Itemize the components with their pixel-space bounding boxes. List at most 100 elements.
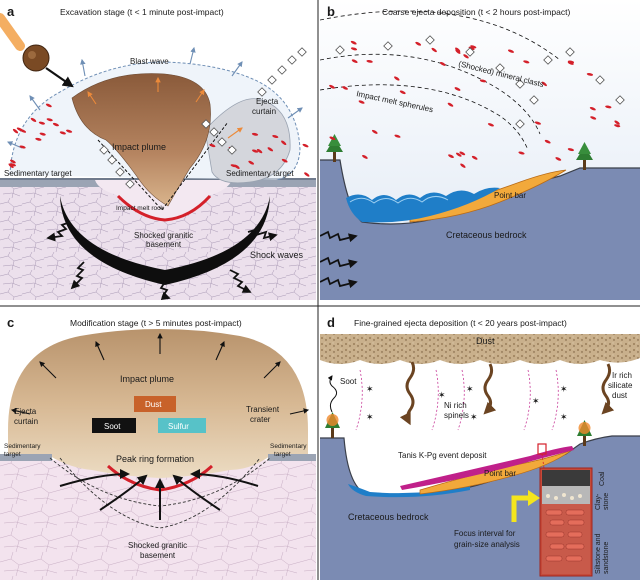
label-peak-ring: Peak ring formation [116, 454, 194, 464]
melt-droplet [281, 140, 287, 146]
panel-letter-d: d [327, 315, 335, 330]
melt-spherule [362, 154, 368, 159]
melt-droplet [39, 132, 46, 136]
label-shock-waves: Shock waves [250, 250, 304, 260]
ejecta-curtain-shape [204, 98, 291, 184]
melt-droplet [66, 129, 73, 133]
melt-spherule [456, 152, 462, 157]
label-curtain-c: curtain [14, 417, 38, 426]
melt-spherule [329, 84, 335, 89]
mineral-clast [335, 45, 345, 55]
mineral-clast [383, 41, 393, 51]
melt-droplet [10, 159, 16, 164]
melt-spherule [415, 41, 422, 46]
melt-spherule [470, 45, 477, 49]
label-crater-c: crater [250, 415, 271, 424]
melt-spherule [479, 79, 487, 83]
melt-spherule [523, 60, 530, 64]
spinel-fall-lines [355, 369, 559, 431]
sulfur-box [158, 418, 206, 433]
mineral-clast [107, 155, 117, 165]
label-cretaceous-bedrock-b: Cretaceous bedrock [446, 230, 527, 240]
impact-melt-lining [116, 194, 212, 222]
label-sed-target-right: Sedimentary target [226, 169, 294, 178]
label-claystone-1: Clay- [595, 493, 602, 510]
melt-spherule [590, 116, 597, 120]
label-impact-plume: Impact plume [112, 142, 166, 152]
shock-front-arc [60, 196, 270, 285]
panel-title-b: Coarse ejecta deposition (t < 2 hours po… [382, 7, 570, 17]
label-impact-melt-rock: Impact melt rock [116, 205, 164, 212]
melt-droplet [52, 122, 59, 127]
ejecta-trajectories [320, 10, 561, 151]
label-transient-c: Transient [246, 405, 280, 414]
label-ni-spinels-2: spinels [444, 411, 469, 420]
label-blast-wave: Blast wave [130, 57, 169, 66]
melt-droplet [267, 147, 274, 152]
impact-plume-shape [71, 73, 211, 207]
shocked-basement-area-c [0, 460, 316, 580]
dust-box [134, 396, 176, 412]
tree-icon [576, 142, 593, 170]
mineral-clast [515, 79, 525, 89]
melt-spherule [567, 148, 575, 152]
soot-box [92, 418, 136, 433]
panel-title-a: Excavation stage (t < 1 minute post-impa… [60, 7, 224, 17]
label-tanis-deposit: Tanis K-Pg event deposit [398, 451, 487, 460]
panel-d: ✶✶✶✶✶✶✶✶ d Fine-grained [320, 312, 640, 580]
tree-icon [325, 412, 340, 438]
melt-spherule [614, 120, 620, 125]
melt-droplet [9, 163, 16, 167]
melt-spherule [567, 61, 574, 65]
melt-spherule [605, 105, 612, 109]
label-curtain: curtain [252, 107, 276, 116]
melt-droplet [46, 118, 53, 122]
label-ni-spinels-1: Ni rich [444, 401, 467, 410]
mineral-clast [257, 87, 267, 97]
panel-letter-b: b [327, 4, 335, 19]
mineral-clast [277, 65, 287, 75]
blast-wave-arrows [6, 46, 303, 149]
melt-droplet [251, 132, 259, 136]
mineral-clast [465, 47, 475, 57]
melt-droplet [302, 143, 309, 148]
panel-c: Dust Soot Sulfur c Modification stage (t… [0, 312, 316, 580]
melt-spherule [586, 72, 594, 76]
label-sulfur-c: Sulfur [168, 422, 189, 431]
melt-spherule [394, 134, 401, 138]
label-cretaceous-bedrock-d: Cretaceous bedrock [348, 512, 429, 522]
melt-droplet [59, 131, 66, 135]
mineral-clast [529, 95, 539, 105]
melt-spherule [371, 129, 378, 134]
label-claystone-2: stone [603, 493, 610, 510]
mineral-clast [595, 75, 605, 85]
label-ir-dust-2: silicate [608, 381, 633, 390]
melt-spherule [350, 47, 358, 51]
melt-droplet [30, 117, 37, 122]
spinel-star-icon: ✶ [366, 412, 374, 422]
mineral-clast [267, 75, 277, 85]
mineral-clast [495, 63, 505, 73]
melt-spherule [455, 47, 461, 53]
melt-spherule [459, 151, 466, 156]
mineral-clast [615, 95, 625, 105]
spinel-star-icon: ✶ [470, 412, 478, 422]
label-focus-1: Focus interval for [454, 529, 516, 538]
mineral-clast [209, 127, 219, 137]
label-siltstone: Siltstone and [595, 533, 602, 574]
shock-wave-arrows-b [320, 230, 358, 289]
mineral-clast [515, 119, 525, 129]
melt-droplet [38, 121, 46, 125]
melt-droplet [304, 172, 310, 177]
impactor-icon [0, 13, 74, 88]
label-ir-dust-3: dust [612, 391, 628, 400]
panel-title-c: Modification stage (t > 5 minutes post-i… [70, 318, 242, 328]
label-basement: basement [146, 240, 182, 249]
mineral-clast [297, 47, 307, 57]
label-shocked-granitic-c: Shocked granitic [128, 541, 187, 550]
melt-spherule [439, 61, 446, 66]
label-sandstone: sandstone [603, 542, 610, 574]
label-coal: Coal [599, 471, 606, 486]
shock-wave-arrows [46, 221, 278, 300]
